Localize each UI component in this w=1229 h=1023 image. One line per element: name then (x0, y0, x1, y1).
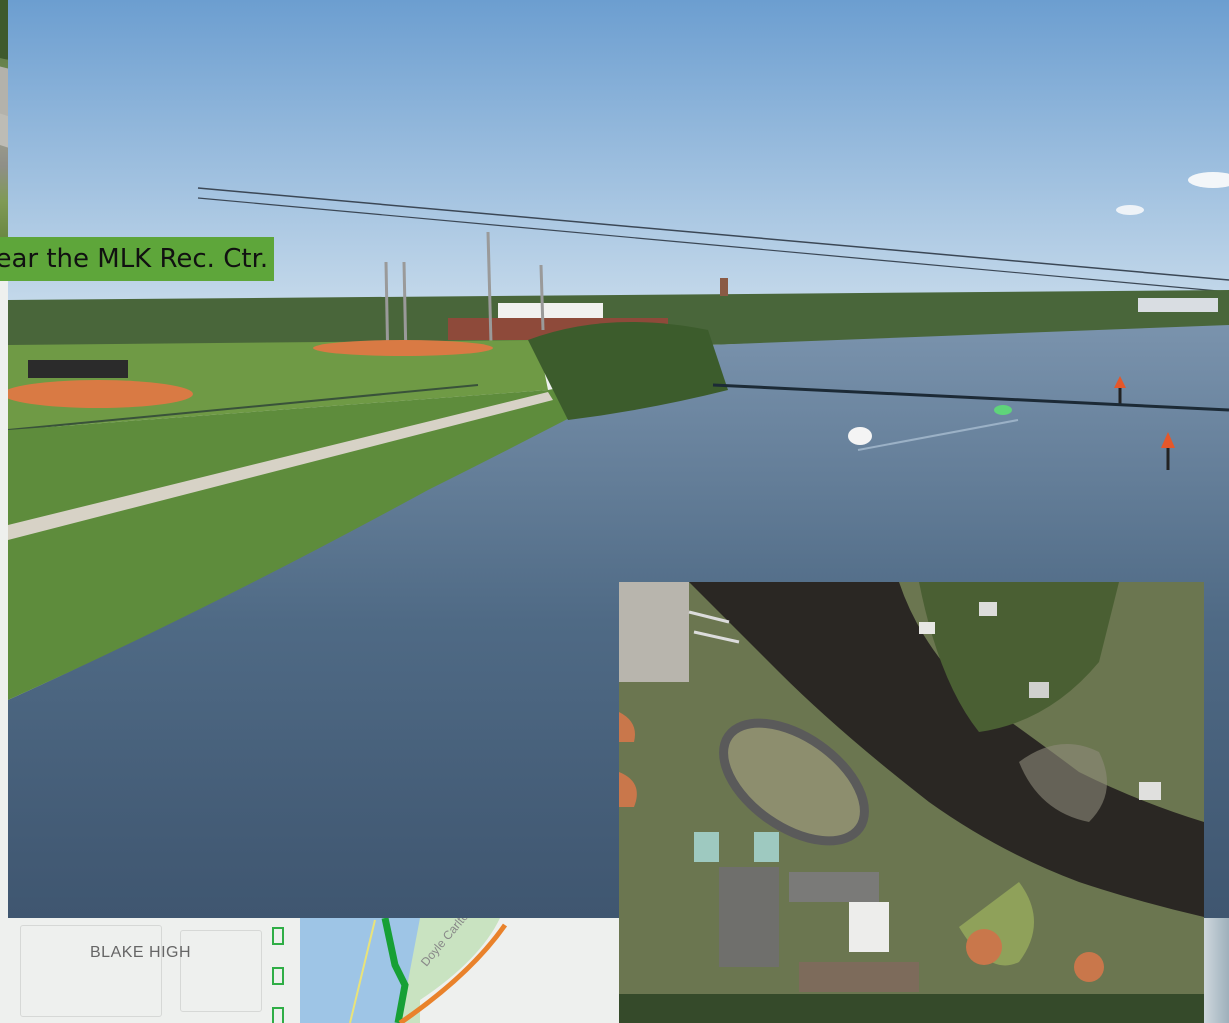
map-block (180, 930, 262, 1012)
aerial-river (689, 582, 1204, 917)
trail-marker (272, 927, 284, 945)
map-road (349, 919, 376, 1023)
dugout (28, 360, 128, 378)
dock (688, 610, 730, 624)
running-track (719, 718, 869, 846)
fence (8, 384, 479, 431)
map-block (20, 925, 162, 1017)
boat (994, 405, 1012, 415)
school-building (799, 962, 919, 992)
cloud (1116, 205, 1144, 215)
school-building (719, 867, 779, 967)
tennis-court (694, 832, 719, 862)
power-line (197, 197, 1229, 293)
school-building (789, 872, 879, 902)
dock (693, 630, 740, 644)
boat (848, 427, 872, 445)
ball-field (8, 340, 548, 430)
edge-photo-fragment (1204, 918, 1229, 1023)
neighborhood (919, 582, 1119, 732)
house (979, 602, 997, 616)
infield (1074, 952, 1104, 982)
infield (8, 380, 193, 408)
shoreline-trees (528, 322, 728, 420)
marina (1138, 298, 1218, 312)
tower (720, 278, 728, 296)
sandbar (1019, 744, 1107, 822)
trail-marker (272, 967, 284, 985)
house (1139, 782, 1161, 800)
cloud (1188, 172, 1229, 188)
marina-lot (619, 582, 689, 682)
tree-row (619, 994, 1204, 1023)
house (919, 622, 935, 634)
infield (966, 929, 1002, 965)
riverbank (8, 345, 708, 700)
caption-banner: Near the MLK Rec. Ctr. (0, 237, 275, 281)
caption-text: Near the MLK Rec. Ctr. (0, 244, 269, 274)
map-park (400, 918, 500, 1023)
house (1029, 682, 1049, 698)
school-building (849, 902, 889, 952)
trail-green (381, 917, 409, 1023)
infield (619, 772, 637, 807)
tennis-court (754, 832, 779, 862)
wake (857, 419, 1019, 451)
channel-marker (1161, 432, 1175, 448)
channel-marker (1114, 376, 1126, 388)
map-label-blake-high: BLAKE HIGH (90, 944, 192, 961)
infield (619, 712, 635, 742)
power-line (197, 187, 1229, 281)
trail-marker (272, 1007, 284, 1023)
cable-shadow (712, 383, 1229, 412)
trail-orange (398, 923, 508, 1023)
light-pole (539, 264, 545, 331)
aerial-photo (619, 582, 1204, 1023)
riverwalk-trail (8, 392, 553, 540)
infield (313, 340, 493, 356)
